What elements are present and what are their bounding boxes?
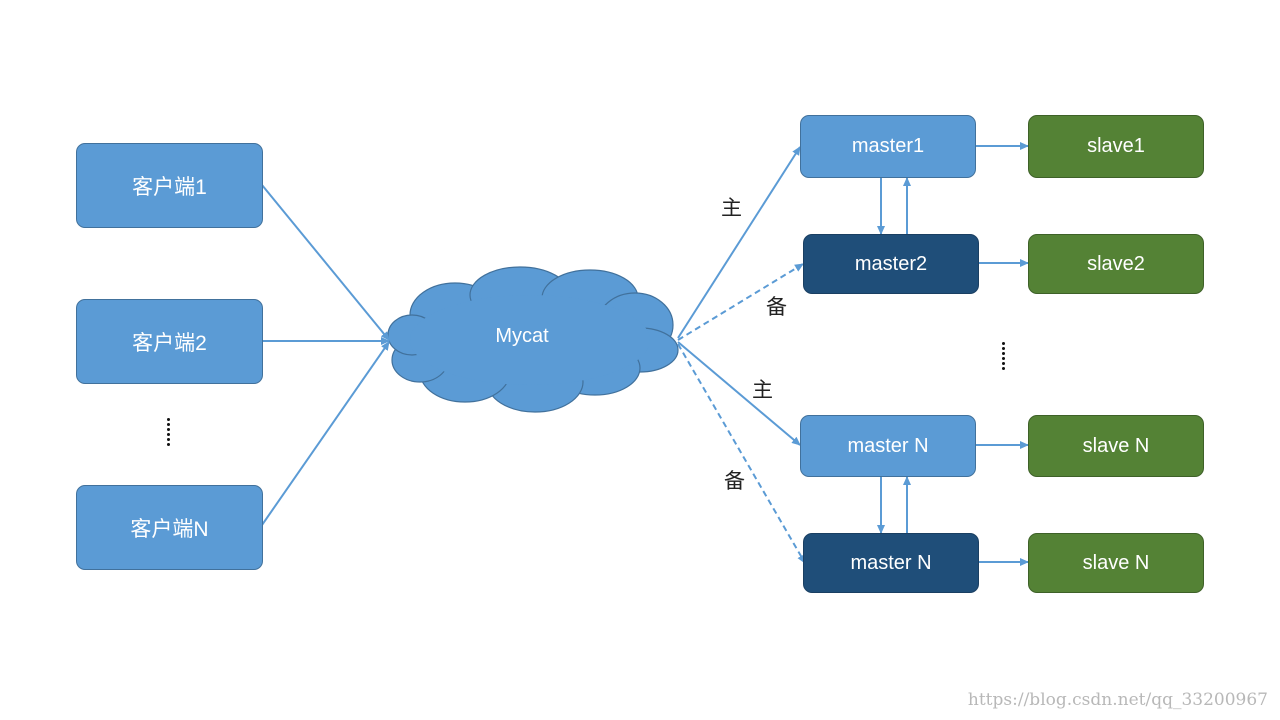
- edge-mycat-masterN-primary: [677, 341, 801, 446]
- client-node-n: 客户端N: [76, 485, 263, 570]
- client-node-2: 客户端2: [76, 299, 263, 384]
- master-node-1: master1: [800, 115, 976, 178]
- edge-label-primary-top: 主: [721, 196, 742, 220]
- edge-label-backup-top: 备: [766, 295, 787, 319]
- edge-label-backup-bottom: 备: [724, 469, 745, 493]
- slave-node-n: slave N: [1028, 415, 1204, 477]
- master-ellipsis: [1002, 342, 1006, 372]
- master-node-n: master N: [800, 415, 976, 477]
- slave-node-1: slave1: [1028, 115, 1204, 178]
- edge-label-primary-bottom: 主: [752, 378, 773, 402]
- mycat-cloud-shape: [387, 266, 679, 413]
- watermark-text: https://blog.csdn.net/qq_33200967: [967, 690, 1268, 710]
- mycat-label: Mycat: [495, 325, 549, 347]
- master-node-n-backup: master N: [803, 533, 979, 593]
- client-ellipsis: [167, 418, 171, 448]
- edge-mycat-masterN-backup: [677, 343, 806, 564]
- edge-mycat-master2: [677, 263, 804, 341]
- slave-node-n-backup: slave N: [1028, 533, 1204, 593]
- edge-mycat-master1: [677, 146, 801, 339]
- slave-node-2: slave2: [1028, 234, 1204, 294]
- master-node-2: master2: [803, 234, 979, 294]
- edge-clientN-mycat: [261, 341, 390, 526]
- client-node-1: 客户端1: [76, 143, 263, 228]
- edge-client1-mycat: [261, 184, 390, 341]
